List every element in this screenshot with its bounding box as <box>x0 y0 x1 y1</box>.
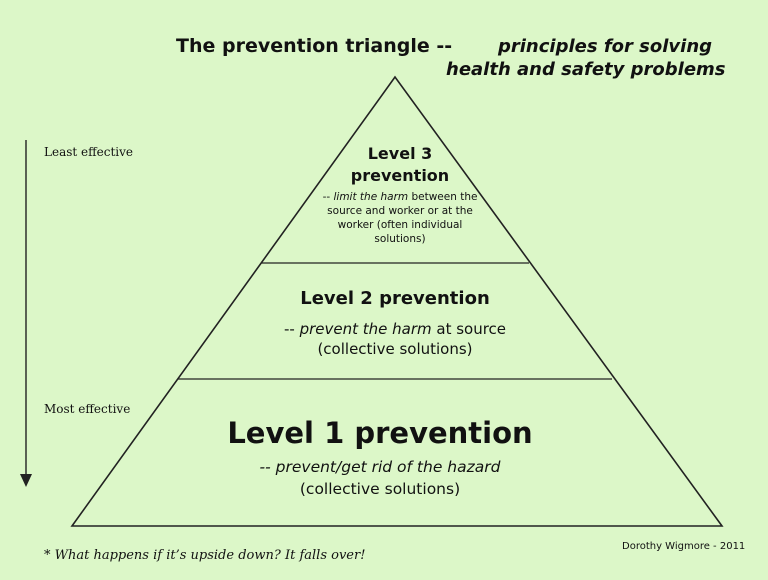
level2-desc-prefix: -- <box>283 320 300 338</box>
level3-description: -- limit the harm between the source and… <box>300 190 500 246</box>
most-effective-label: Most effective <box>44 402 131 416</box>
level1-heading: Level 1 prevention <box>227 416 533 450</box>
level1-desc-line2: (collective solutions) <box>299 480 461 498</box>
effectiveness-arrow-head <box>20 474 32 487</box>
triangle-outline <box>70 75 724 527</box>
level3-heading-line2: prevention <box>350 166 450 185</box>
level3-desc-line4: solutions) <box>374 233 426 245</box>
level3-desc-prefix: -- <box>322 191 334 203</box>
level3-desc-italic: limit the harm <box>333 191 409 203</box>
level3-desc-line1-rest: between the <box>408 191 478 203</box>
level2-desc-line2: (collective solutions) <box>317 340 473 358</box>
level1-block: Level 1 prevention -- prevent/get rid of… <box>170 414 590 500</box>
footnote: * What happens if it’s upside down? It f… <box>44 548 366 563</box>
title-italic-line1: principles for solving <box>498 36 713 57</box>
level3-desc-line2: source and worker or at the <box>327 205 473 217</box>
author-credit: Dorothy Wigmore - 2011 <box>622 541 746 552</box>
level3-desc-line3: worker (often individual <box>337 219 463 231</box>
level2-description: -- prevent the harm at source (collectiv… <box>230 319 560 359</box>
least-effective-label: Least effective <box>44 145 134 159</box>
title-main: The prevention triangle -- <box>176 35 453 57</box>
level2-desc-italic: prevent the harm <box>299 320 432 338</box>
level2-block: Level 2 prevention -- prevent the harm a… <box>230 287 560 359</box>
level2-heading: Level 2 prevention <box>300 288 490 309</box>
level2-desc-rest: at source <box>431 320 507 338</box>
level3-heading-line1: Level 3 <box>367 144 433 163</box>
level1-description: -- prevent/get rid of the hazard (collec… <box>170 456 590 500</box>
level3-block: Level 3 prevention -- limit the harm bet… <box>300 143 500 246</box>
title-italic-line2: health and safety problems <box>446 59 726 80</box>
level1-desc-italic: -- prevent/get rid of the hazard <box>259 458 501 476</box>
